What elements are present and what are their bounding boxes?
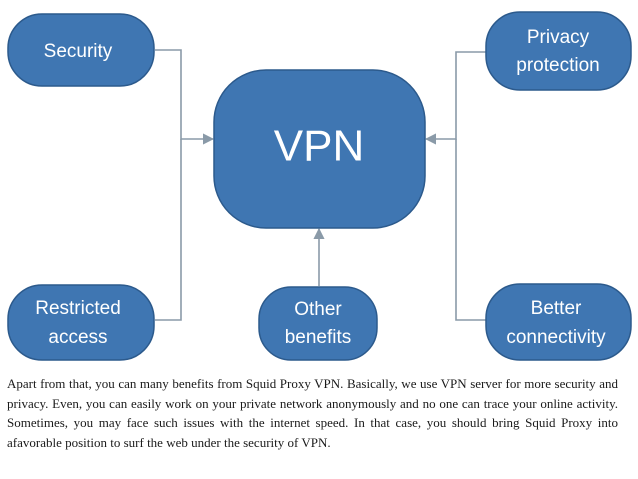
vpn-center-label: VPN [274,122,364,171]
connector-privacy-protection [424,51,487,145]
connector-restricted-access [155,139,182,321]
other-benefits-label-line-2: benefits [285,327,352,348]
restricted-access-label-line-1: Restricted [35,298,121,319]
vpn-benefits-diagram: VPN Security Privacy protection Restrict… [7,11,632,361]
privacy-protection-label-line-2: protection [516,55,599,76]
restricted-access-node [7,284,155,361]
connectors [155,49,487,321]
security-node [7,13,155,87]
other-benefits-node [258,286,378,361]
security-label: Security [44,41,113,62]
vpn-center-node [213,69,426,229]
privacy-protection-node [485,11,632,91]
connector-better-connectivity [455,139,487,321]
better-connectivity-label-line-2: connectivity [506,327,606,348]
other-benefits-label-line-1: Other [294,299,342,320]
restricted-access-label-line-2: access [48,327,107,348]
connector-security [155,49,215,145]
description-paragraph: Apart from that, you can many benefits f… [7,376,618,450]
privacy-protection-label-line-1: Privacy [527,27,590,48]
better-connectivity-label-line-1: Better [531,298,582,319]
better-connectivity-node [485,283,632,361]
